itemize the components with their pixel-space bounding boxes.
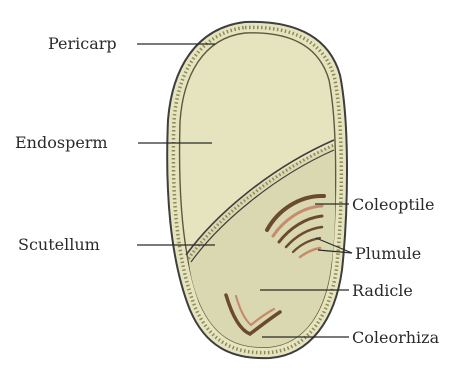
radicle-label: Radicle bbox=[352, 281, 413, 300]
coleoptile-label: Coleoptile bbox=[352, 195, 434, 214]
scutellum-label: Scutellum bbox=[18, 235, 100, 254]
endosperm-label: Endosperm bbox=[15, 133, 108, 152]
pericarp-label: Pericarp bbox=[48, 34, 117, 53]
plumule-label: Plumule bbox=[355, 244, 421, 263]
coleorhiza-label: Coleorhiza bbox=[352, 328, 440, 347]
